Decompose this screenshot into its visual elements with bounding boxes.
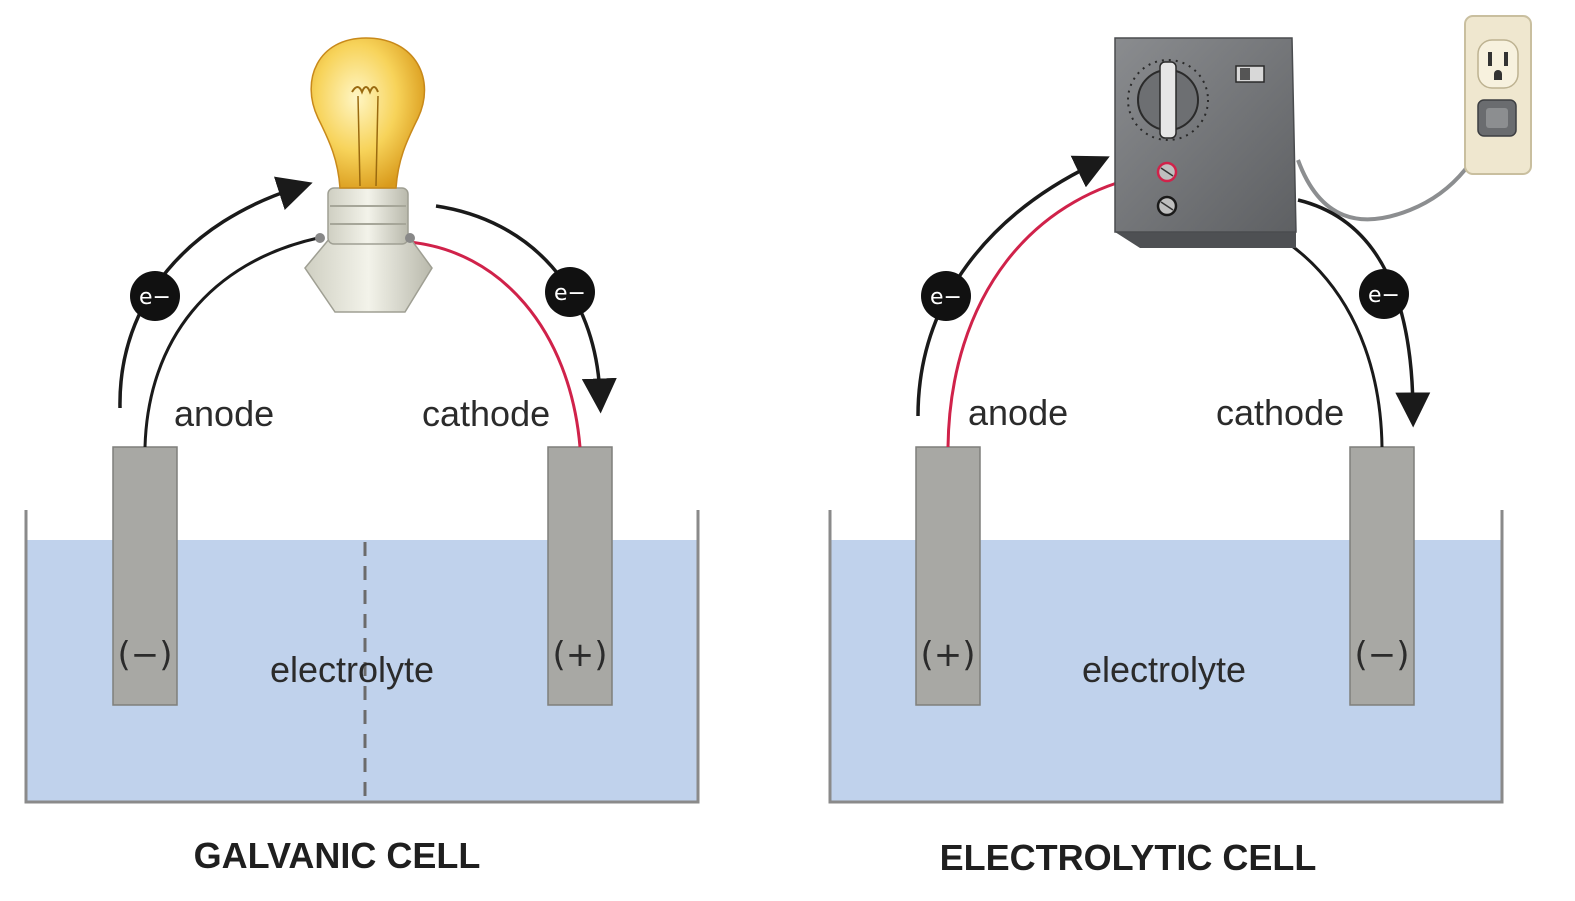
- electron-icon: e−: [921, 271, 971, 321]
- galvanic-cell-title: GALVANIC CELL: [194, 835, 481, 876]
- galvanic-anode-wire: [143, 236, 319, 448]
- galvanic-anode-label: anode: [174, 393, 274, 434]
- electron-icon: e−: [1359, 269, 1409, 319]
- galvanic-cathode-sign: (+): [552, 635, 607, 675]
- galvanic-anode-electrode: [112, 446, 178, 706]
- electrolytic-cathode-electrode: [1349, 446, 1415, 706]
- electrolytic-cathode-label: cathode: [1216, 392, 1344, 433]
- electrolytic-electrolyte-label: electrolyte: [1082, 649, 1246, 690]
- light-bulb-icon: [304, 37, 433, 313]
- outlet-cord: [1296, 127, 1492, 222]
- electrolytic-anode-sign: (+): [920, 635, 975, 675]
- galvanic-cathode-label: cathode: [422, 393, 550, 434]
- electrolytic-beaker: [828, 510, 1504, 804]
- electrolytic-cell: e− e− anode cathode electrolyte (+) (−) …: [828, 15, 1532, 878]
- electrolytic-electron-arrow-left: [916, 155, 1110, 417]
- electrolytic-cathode-sign: (−): [1354, 635, 1409, 675]
- electrolytic-anode-label: anode: [968, 392, 1068, 433]
- electrolytic-anode-electrode: [915, 446, 981, 706]
- electron-icon: e−: [130, 271, 180, 321]
- wall-outlet-icon: [1464, 15, 1532, 175]
- galvanic-anode-sign: (−): [117, 635, 172, 675]
- galvanic-electron-left-label: e−: [139, 285, 171, 310]
- galvanic-electron-arrow-left: [118, 176, 313, 409]
- electrolytic-anode-wire: [946, 170, 1166, 448]
- galvanic-cathode-wire: [407, 240, 582, 448]
- electron-icon: e−: [545, 267, 595, 317]
- galvanic-electron-arrow-right: [435, 204, 617, 414]
- electrolytic-cell-title: ELECTROLYTIC CELL: [940, 837, 1317, 878]
- electrolytic-electron-right-label: e−: [1368, 283, 1400, 308]
- galvanic-electron-right-label: e−: [554, 281, 586, 306]
- galvanic-cathode-electrode: [547, 446, 613, 706]
- galvanic-cell: e− e− anode cathode electrolyte (−) (+) …: [24, 37, 700, 876]
- electrolytic-electron-left-label: e−: [930, 285, 962, 310]
- galvanic-electrolyte-label: electrolyte: [270, 649, 434, 690]
- galvanic-beaker: [24, 510, 700, 804]
- power-supply-icon: [1114, 37, 1297, 248]
